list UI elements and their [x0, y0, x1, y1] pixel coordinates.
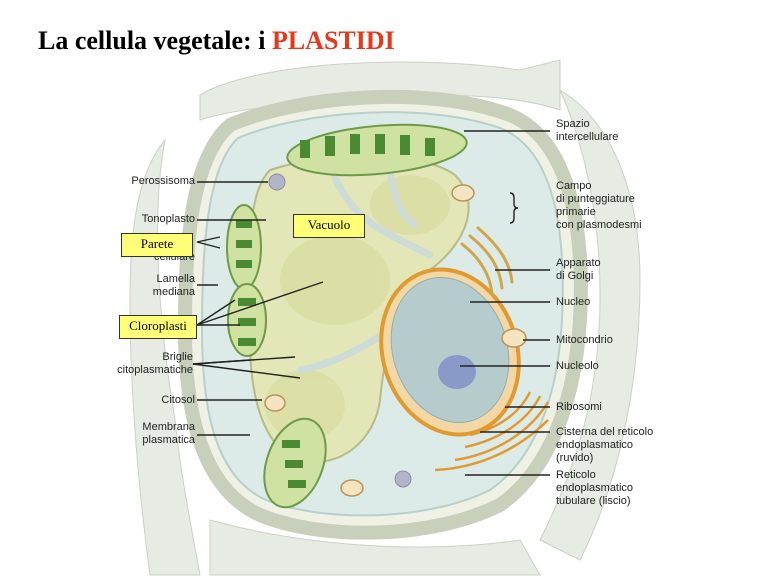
label-tonoplasto: Tonoplasto: [141, 213, 195, 225]
label-mitocondrio: Mitocondrio: [556, 334, 613, 346]
label-perossisoma: Perossisoma: [131, 175, 195, 187]
cloroplasti-box: Cloroplasti: [119, 315, 197, 339]
leader-lines: [192, 130, 550, 476]
label-briglie-line1: Briglie: [162, 351, 193, 363]
label-ser-line1: Reticolo: [556, 469, 596, 481]
label-rer-line3: (ruvido): [556, 452, 594, 464]
label-membrana-line1: Membrana: [142, 421, 195, 433]
mitochondria: [264, 184, 527, 497]
nucleolus: [438, 355, 476, 389]
vacuole-texture: [265, 175, 450, 440]
label-golgi-line2: di Golgi: [556, 270, 594, 282]
label-nucleo: Nucleo: [556, 296, 591, 308]
label-rer-line1: Cisterna del reticolo: [556, 426, 654, 438]
label-lamella-line1: Lamella: [156, 273, 195, 285]
label-citosol: Citosol: [161, 394, 195, 406]
label-golgi-line1: Apparato: [556, 257, 601, 269]
label-membrana-line2: plasmatica: [142, 434, 195, 446]
parete-box: Parete: [121, 233, 193, 257]
rough-er: [434, 391, 550, 472]
label-ser-line2: endoplasmatico: [556, 482, 634, 494]
vacuolo-box: Vacuolo: [293, 214, 365, 238]
label-spazio-line2: intercellulare: [556, 131, 619, 143]
label-rer-line2: endoplasmatico: [556, 439, 634, 451]
golgi-apparatus: [460, 226, 514, 296]
page-title: La cellula vegetale: i PLASTIDI: [38, 26, 395, 56]
label-campo-line2: di punteggiature: [556, 193, 635, 205]
label-lamella-line2: mediana: [152, 286, 195, 298]
chloroplast-grana: [236, 134, 435, 488]
peroxisomes: [268, 173, 412, 488]
label-nucleolo: Nucleolo: [556, 360, 599, 372]
label-ribosomi: Ribosomi: [556, 401, 602, 413]
label-spazio-line1: Spazio: [556, 118, 590, 130]
label-briglie-line2: citoplasmatiche: [117, 364, 193, 376]
label-campo-line1: Campo: [556, 180, 592, 192]
title-highlight: PLASTIDI: [271, 26, 395, 55]
title-prefix: La cellula vegetale: i: [38, 26, 272, 55]
label-ser-line3: tubulare (liscio): [556, 495, 631, 507]
label-campo-line3: primarie: [556, 206, 596, 218]
label-campo-line4: con plasmodesmi: [556, 219, 642, 231]
